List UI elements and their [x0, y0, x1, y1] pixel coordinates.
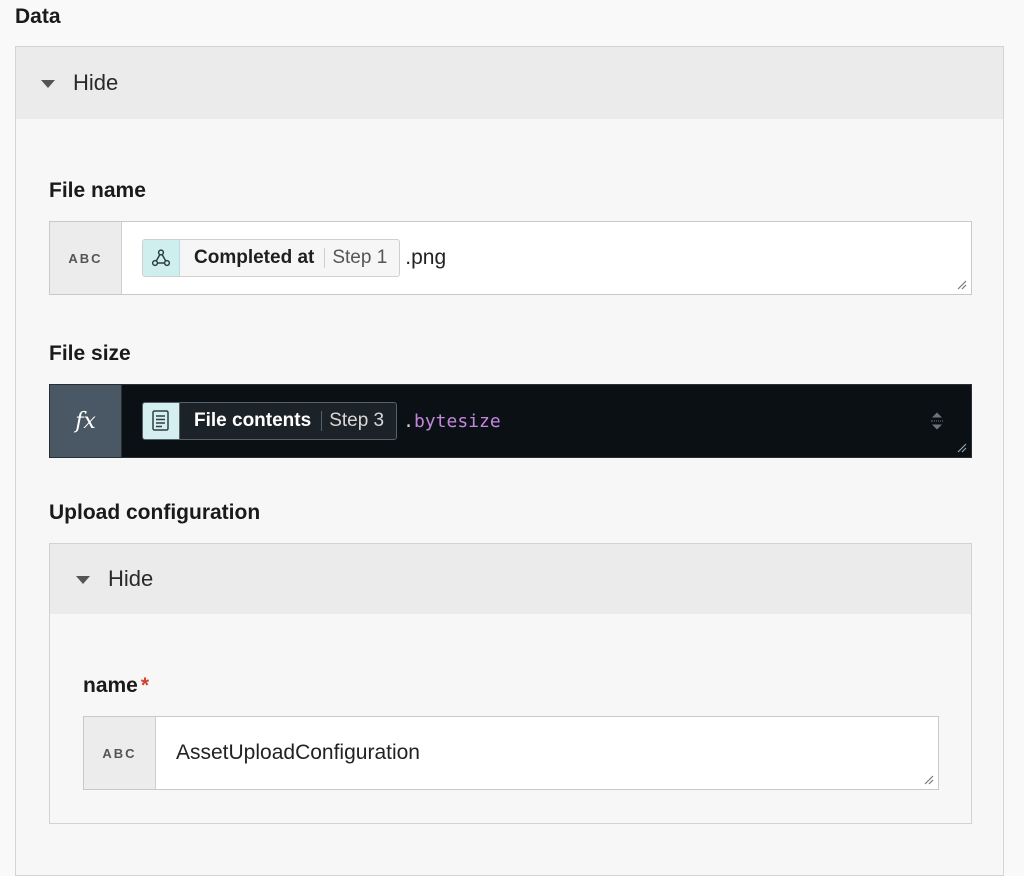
file-name-field[interactable]: ABC Completed at Step 1 .png [49, 221, 972, 295]
upload-configuration-toggle-label: Hide [108, 566, 154, 591]
datapill-step: Step 1 [332, 247, 388, 268]
file-name-input[interactable]: Completed at Step 1 .png [122, 222, 971, 294]
formula-mode-badge[interactable]: fx [50, 385, 122, 457]
upload-configuration-panel: Hide name* ABC AssetUploadConfiguration [49, 543, 972, 824]
text-type-badge: ABC [84, 717, 156, 789]
resize-grip-icon[interactable] [922, 773, 934, 785]
datapill-completed-at[interactable]: Completed at Step 1 [142, 239, 401, 277]
file-size-label: File size [49, 342, 131, 365]
name-field-label: name* [83, 674, 149, 698]
datapill-separator [324, 248, 326, 268]
section-title: Data [15, 5, 61, 28]
name-field[interactable]: ABC AssetUploadConfiguration [83, 716, 939, 790]
file-size-field[interactable]: fx File contents Step 3 .bytesize [49, 384, 972, 458]
datapill-separator [321, 411, 323, 431]
datapill-label: Completed at [194, 247, 315, 268]
expand-spinner-icon[interactable] [931, 412, 943, 430]
text-type-badge: ABC [50, 222, 122, 294]
file-name-label: File name [49, 179, 146, 202]
upload-configuration-toggle[interactable]: Hide [50, 544, 971, 614]
resize-grip-icon[interactable] [955, 441, 967, 453]
name-input-value: AssetUploadConfiguration [176, 741, 420, 764]
datapill-label: File contents [194, 410, 312, 431]
caret-down-icon [41, 80, 55, 88]
datapill-file-contents[interactable]: File contents Step 3 [142, 402, 398, 440]
data-panel-toggle-label: Hide [73, 70, 119, 95]
upload-configuration-label: Upload configuration [49, 501, 261, 524]
name-label-text: name [83, 674, 138, 697]
webhook-icon [143, 240, 180, 276]
data-panel: Hide File name ABC Completed at [15, 46, 1004, 876]
formula-method: .bytesize [403, 410, 501, 432]
file-size-formula-input[interactable]: File contents Step 3 .bytesize [122, 385, 971, 457]
file-name-suffix: .png [405, 246, 447, 269]
document-icon [143, 403, 180, 439]
datapill-step: Step 3 [329, 410, 385, 431]
required-marker: * [140, 674, 150, 697]
caret-down-icon [76, 576, 90, 584]
resize-grip-icon[interactable] [955, 278, 967, 290]
data-panel-toggle[interactable]: Hide [16, 47, 1003, 119]
name-input[interactable]: AssetUploadConfiguration [156, 717, 938, 789]
